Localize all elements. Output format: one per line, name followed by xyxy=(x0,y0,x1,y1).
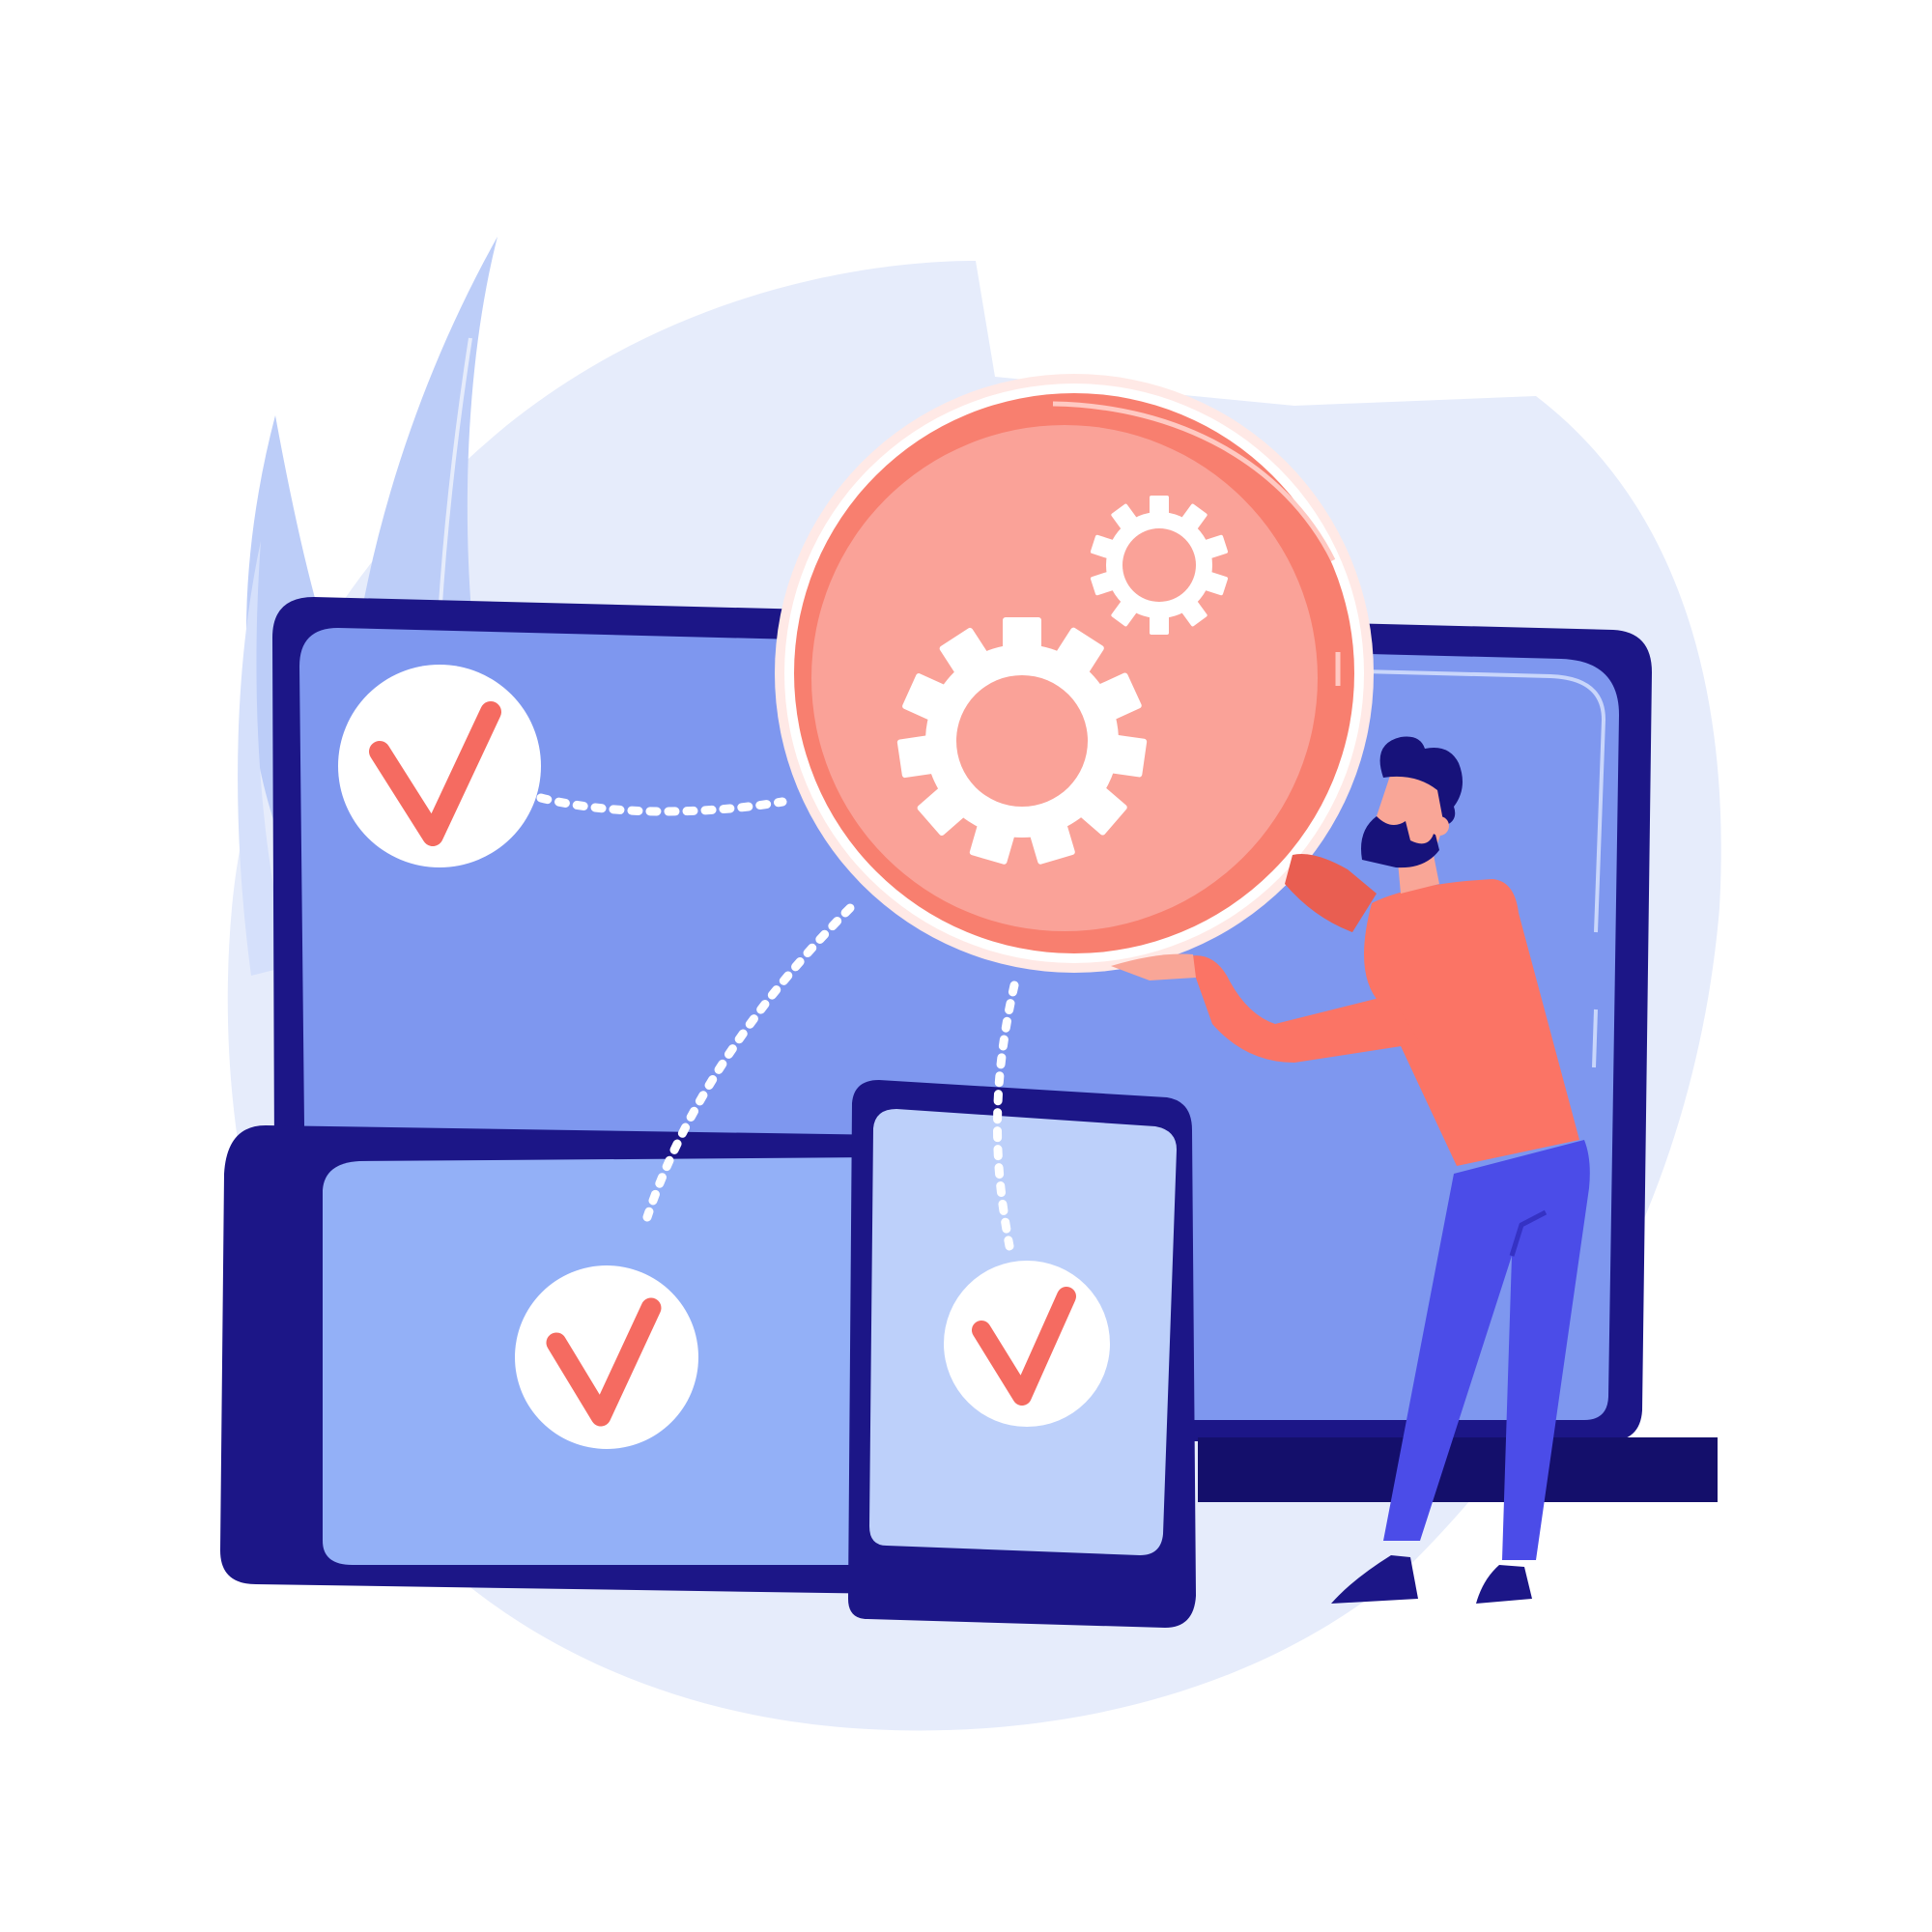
check-badge-monitor xyxy=(338,665,541,867)
gears-icon xyxy=(896,496,1229,865)
person-hair xyxy=(1379,736,1463,826)
settings-badge xyxy=(775,374,1374,973)
check-badge-tablet xyxy=(515,1265,698,1449)
monitor-stand xyxy=(1198,1437,1718,1502)
person xyxy=(1111,736,1590,1604)
check-mark-icon xyxy=(369,701,501,846)
check-mark-icon xyxy=(546,1297,662,1427)
check-badge-phone xyxy=(944,1261,1110,1427)
connector-lines xyxy=(536,793,1019,1251)
person-shirt xyxy=(1364,879,1579,1166)
person-shoe-left xyxy=(1331,1555,1418,1604)
person-shoe-right xyxy=(1476,1565,1532,1604)
person-hand xyxy=(1111,953,1196,980)
person-pants xyxy=(1383,1140,1590,1560)
person-beard xyxy=(1361,816,1439,868)
check-mark-icon xyxy=(972,1287,1076,1406)
